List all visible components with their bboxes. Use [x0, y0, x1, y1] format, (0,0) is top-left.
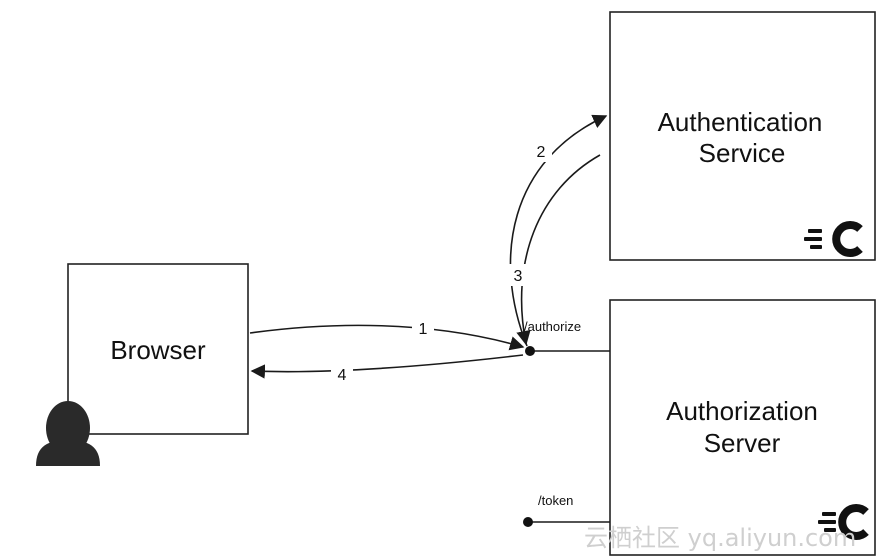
edge-1-arrow — [249, 324, 525, 351]
browser-node: Browser — [67, 263, 249, 435]
edge-step-2: 2 — [509, 114, 608, 347]
token-dot — [523, 517, 533, 527]
watermark: 云栖社区 yq.aliyun.com — [584, 524, 856, 552]
edge-1-label: 1 — [419, 321, 428, 338]
browser-label: Browser — [110, 335, 206, 365]
token-label: /token — [538, 493, 573, 508]
user-silhouette-icon — [36, 401, 100, 466]
token-endpoint: /token — [523, 493, 610, 527]
edge-4-label: 4 — [338, 367, 347, 384]
auth-service-box — [609, 11, 876, 261]
auth-service-node: Authentication Service — [609, 11, 876, 261]
edge-3-arrow — [516, 154, 601, 346]
edge-3-label: 3 — [514, 268, 523, 285]
auth-service-label-line1: Authentication — [658, 107, 823, 137]
authorize-label: /authorize — [524, 319, 581, 334]
edge-2-label: 2 — [537, 144, 546, 161]
authorize-dot — [525, 346, 535, 356]
authz-server-node: Authorization Server — [609, 299, 876, 556]
authz-server-label-line1: Authorization — [666, 396, 818, 426]
edge-4-arrow — [250, 354, 524, 379]
browser-box — [67, 263, 249, 435]
auth-service-label-line2: Service — [699, 138, 786, 168]
edge-step-3: 3 — [508, 154, 601, 346]
cloudfoundry-logo-icon — [804, 221, 863, 257]
cloudfoundry-logo-icon — [818, 504, 869, 540]
edge-2-arrow — [509, 114, 608, 347]
edge-step-4: 4 — [250, 354, 524, 384]
authorize-endpoint: /authorize — [524, 319, 610, 356]
authz-server-label-line2: Server — [704, 428, 781, 458]
edge-step-1: 1 — [249, 318, 525, 351]
